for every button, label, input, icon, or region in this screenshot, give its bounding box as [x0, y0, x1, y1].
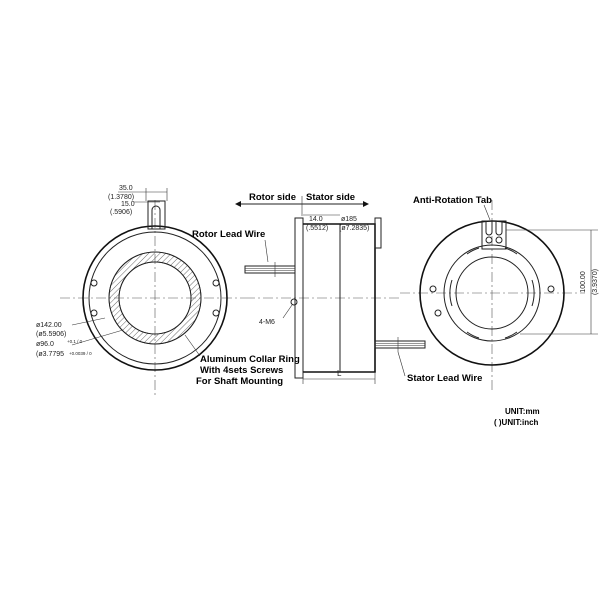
front-view: 35.0 (1.3780) 15.0 (.5906) ø142.00 (ø5.5… — [36, 185, 245, 395]
dim-35-inch: (1.3780) — [108, 194, 134, 201]
dim-35: 35.0 — [119, 185, 133, 192]
screw-hole — [434, 309, 442, 317]
collar-ring-label-line1: Aluminum Collar Ring — [200, 354, 300, 365]
screw-hole — [547, 285, 555, 293]
rotor-lead-wire-label: Rotor Lead Wire — [192, 229, 265, 240]
unit-inch: ( )UNIT:inch — [494, 418, 539, 427]
screw-label: 4-M6 — [259, 319, 275, 326]
front-view-collar-outer-edge — [108, 251, 202, 345]
dim-185-inch: (ø7.2835) — [339, 225, 369, 232]
screw-m6 — [290, 298, 298, 306]
dim-od-142-inch: (ø5.5906) — [36, 331, 66, 338]
back-view: 100.00 (3.9370) — [400, 200, 599, 392]
screw-hole — [90, 309, 98, 317]
dim-15-inch: (.5906) — [110, 209, 132, 216]
stator-side-label: Stator side — [306, 192, 355, 203]
dim-15: 15.0 — [121, 201, 135, 208]
anti-rotation-tab — [481, 220, 507, 250]
dim-id-96-tolerance: +0.1 / 0 — [67, 339, 83, 344]
screw-hole — [212, 279, 220, 287]
dim-100-inch: (3.9370) — [592, 269, 599, 295]
dim-100: 100.00 — [580, 271, 587, 293]
unit-mm: UNIT:mm — [505, 407, 540, 416]
front-view-outer-ring — [82, 225, 228, 371]
screw-hole — [212, 309, 220, 317]
slip-ring-body — [303, 223, 376, 373]
rotor-lead-wire — [244, 262, 296, 277]
back-view-screw-holes — [429, 285, 555, 317]
front-view-top-tab — [147, 200, 166, 230]
stator-lead-wire-label: Stator Lead Wire — [407, 373, 482, 384]
dim-185: ø185 — [341, 216, 357, 223]
front-view-outer-ring-inner-edge — [88, 231, 222, 365]
dim-id-96-inch-tolerance: +0.0039 / 0 — [69, 351, 92, 356]
back-view-slot-ring-outer — [443, 244, 541, 342]
stator-tab — [374, 217, 382, 249]
side-view: Rotor side Stator side 4-M — [235, 192, 426, 384]
dim-14: 14.0 — [309, 216, 323, 223]
collar-ring-label-line3: For Shaft Mounting — [196, 376, 283, 387]
dim-id-96-inch: (ø3.7795 — [36, 351, 64, 358]
rotor-flange — [294, 217, 304, 379]
front-view-screw-holes — [90, 279, 220, 317]
back-view-bore — [455, 256, 529, 330]
screw-hole — [90, 279, 98, 287]
dim-14-inch: (.5512) — [306, 225, 328, 232]
stator-lead-wire — [374, 337, 426, 352]
rotor-side-label: Rotor side — [249, 192, 296, 203]
collar-ring-label-line2: With 4sets Screws — [200, 365, 283, 376]
back-view-arc-slots — [449, 247, 535, 339]
dim-od-142: ø142.00 — [36, 322, 62, 329]
anti-rotation-tab-label: Anti-Rotation Tab — [413, 195, 492, 206]
dim-id-96: ø96.0 — [36, 341, 54, 348]
screw-hole — [429, 285, 437, 293]
dim-length: L — [337, 369, 342, 378]
front-view-bore — [118, 261, 192, 335]
